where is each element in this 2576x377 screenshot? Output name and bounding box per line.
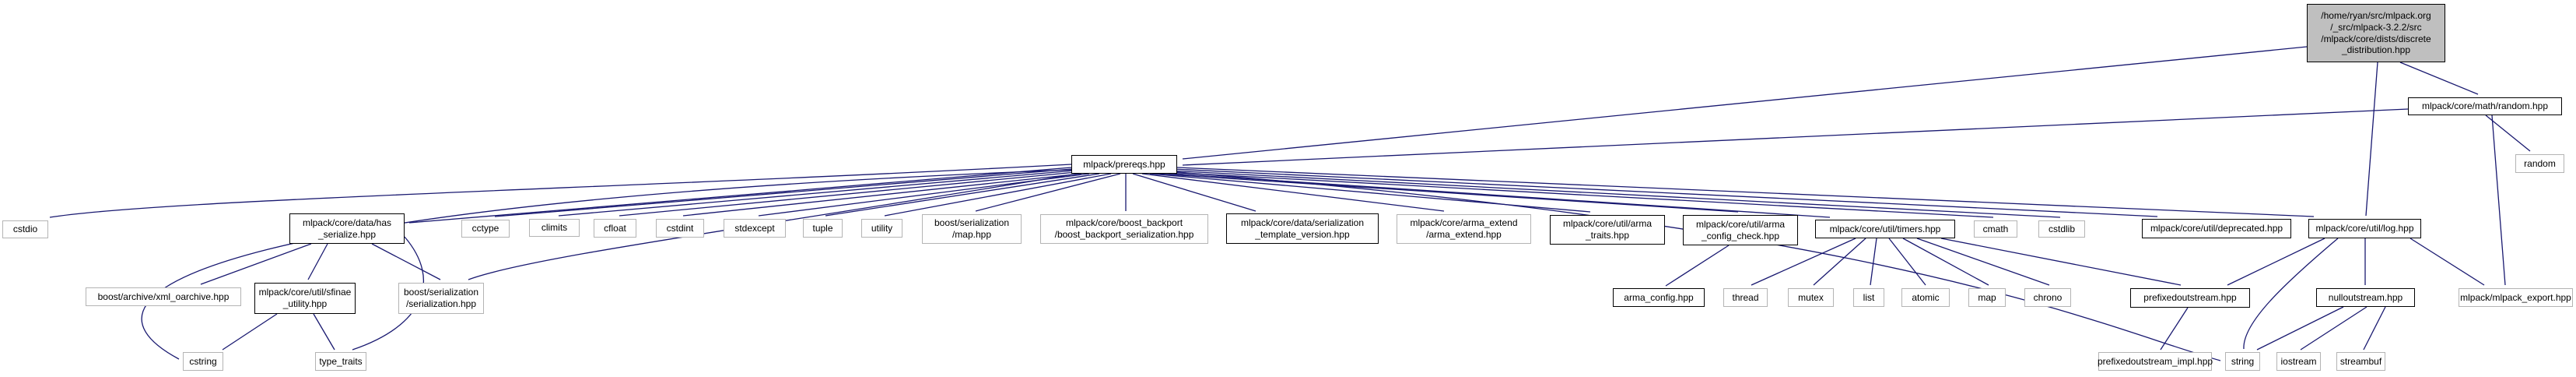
edge-timers-to-map	[1902, 238, 1989, 286]
graph-node-cstring: cstring	[183, 352, 223, 371]
edge-timers-to-chrono	[1916, 238, 2050, 286]
graph-node-climits: climits	[529, 219, 580, 237]
graph-node-cstdio: cstdio	[2, 220, 48, 238]
edge-log-to-mlpack_export	[2410, 238, 2485, 286]
graph-node-arma_extend: mlpack/core/arma_extend /arma_extend.hpp	[1397, 214, 1531, 244]
graph-node-cctype: cctype	[461, 220, 510, 238]
edge-log-to-prefixedout	[2227, 238, 2325, 286]
edge-arma_cfg_check-to-arma_config	[1665, 245, 1730, 287]
graph-node-root: /home/ryan/src/mlpack.org /_src/mlpack-3…	[2307, 4, 2445, 62]
graph-node-boost_ser_map: boost/serialization /map.hpp	[922, 214, 1022, 244]
graph-node-prefixedout[interactable]: prefixedoutstream.hpp	[2130, 288, 2250, 308]
edge-prereqs-to-cmath	[1165, 171, 1994, 218]
edge-sfinae-to-cstring	[222, 313, 278, 351]
graph-node-map: map	[1968, 288, 2006, 307]
edge-prereqs-to-log	[1176, 167, 2315, 217]
graph-node-log[interactable]: mlpack/core/util/log.hpp	[2308, 219, 2421, 238]
graph-node-cstdint: cstdint	[656, 219, 704, 238]
edge-root-to-prereqs	[1182, 46, 2308, 160]
edge-prereqs-to-stdexcept	[758, 173, 1090, 217]
edge-timers-to-atomic	[1888, 238, 1926, 286]
graph-node-nullout[interactable]: nulloutstream.hpp	[2316, 288, 2415, 307]
edge-prereqs-to-cstdint	[682, 173, 1082, 217]
graph-node-string: string	[2225, 352, 2260, 371]
graph-node-list: list	[1853, 288, 1884, 307]
edge-root-to-log	[2365, 62, 2378, 217]
graph-node-cfloat: cfloat	[594, 219, 636, 238]
graph-node-arma_traits[interactable]: mlpack/core/util/arma _traits.hpp	[1550, 215, 1665, 245]
graph-node-ser_tmpl_version[interactable]: mlpack/core/data/serialization _template…	[1226, 213, 1379, 244]
edge-random_hpp-to-random	[2485, 115, 2531, 152]
edge-prefixedout-to-prefixed_impl	[2160, 307, 2189, 351]
edge-prereqs-to-arma_traits	[1149, 173, 1591, 213]
edge-prereqs-to-boost_ser_map	[975, 173, 1121, 212]
edge-nullout-to-string	[2256, 306, 2344, 351]
graph-node-timers[interactable]: mlpack/core/util/timers.hpp	[1815, 220, 1955, 238]
edge-timers-to-list	[1870, 238, 1877, 286]
graph-node-xml_oarchive: boost/archive/xml_oarchive.hpp	[86, 287, 241, 306]
edge-prereqs-to-tuple	[825, 173, 1100, 217]
graph-node-mutex: mutex	[1788, 288, 1834, 307]
graph-node-random_hpp[interactable]: mlpack/core/math/random.hpp	[2408, 97, 2562, 115]
graph-node-prereqs[interactable]: mlpack/prereqs.hpp	[1071, 155, 1177, 174]
graph-node-random: random	[2515, 154, 2564, 173]
graph-node-deprecated[interactable]: mlpack/core/util/deprecated.hpp	[2142, 219, 2291, 238]
edge-nullout-to-streambuf	[2363, 306, 2386, 351]
edge-prereqs-to-ser_tmpl_version	[1132, 173, 1256, 212]
graph-node-sfinae[interactable]: mlpack/core/util/sfinae _utility.hpp	[254, 283, 356, 314]
edge-has_serialize-to-boost_ser	[371, 243, 441, 280]
graph-node-chrono: chrono	[2024, 288, 2071, 307]
edge-prereqs-to-cctype	[494, 168, 1073, 217]
graph-node-atomic: atomic	[1901, 288, 1950, 307]
graph-node-tuple: tuple	[803, 219, 843, 238]
graph-node-type_traits: type_traits	[315, 352, 366, 371]
edge-sfinae-to-type_traits	[313, 313, 335, 351]
graph-node-cmath: cmath	[1974, 220, 2017, 238]
edge-has_serialize-to-sfinae	[307, 243, 328, 280]
edge-prereqs-to-arma_extend	[1141, 173, 1445, 212]
graph-node-stdexcept: stdexcept	[724, 219, 786, 238]
graph-node-mlpack_export: mlpack/mlpack_export.hpp	[2459, 288, 2573, 307]
graph-node-arma_config[interactable]: arma_config.hpp	[1613, 288, 1705, 307]
edge-prereqs-to-string	[1176, 171, 2221, 361]
graph-node-iostream: iostream	[2276, 352, 2321, 371]
graph-node-prefixed_impl: prefixedoutstream_impl.hpp	[2098, 352, 2213, 371]
edge-prereqs-to-timers	[1160, 172, 1831, 218]
edge-nullout-to-iostream	[2300, 306, 2367, 351]
graph-node-utility: utility	[861, 219, 902, 238]
edge-random_hpp-to-prereqs	[1182, 108, 2409, 166]
edge-prereqs-to-climits	[558, 170, 1074, 217]
edge-random_hpp-to-mlpack_export	[2491, 115, 2506, 286]
edge-prereqs-to-deprecated	[1172, 168, 2158, 217]
graph-node-boost_ser: boost/serialization /serialization.hpp	[398, 283, 484, 314]
edge-prereqs-to-utility	[884, 173, 1112, 217]
graph-node-streambuf: streambuf	[2336, 352, 2385, 371]
edge-root-to-random_hpp	[2399, 62, 2479, 95]
edge-prereqs-to-cstdlib	[1168, 170, 2061, 218]
edge-prereqs-to-arma_cfg_check	[1155, 173, 1739, 213]
edge-timers-to-prefixedout	[1940, 238, 2182, 286]
graph-node-cstdlib: cstdlib	[2038, 220, 2085, 238]
graph-node-arma_cfg_check[interactable]: mlpack/core/util/arma _config_check.hpp	[1683, 215, 1798, 245]
edge-has_serialize-to-xml_oarchive	[200, 243, 312, 285]
graph-node-boost_backport: mlpack/core/boost_backport /boost_backpo…	[1040, 214, 1208, 244]
edge-prereqs-to-cstdio	[49, 164, 1072, 218]
edge-timers-to-mutex	[1813, 238, 1866, 286]
graph-node-has_serialize[interactable]: mlpack/core/data/has _serialize.hpp	[289, 213, 405, 244]
graph-node-thread: thread	[1723, 288, 1768, 307]
edge-prereqs-to-cfloat	[619, 171, 1077, 217]
edge-timers-to-thread	[1751, 238, 1856, 286]
edge-prereqs-to-cstring	[141, 169, 1072, 360]
